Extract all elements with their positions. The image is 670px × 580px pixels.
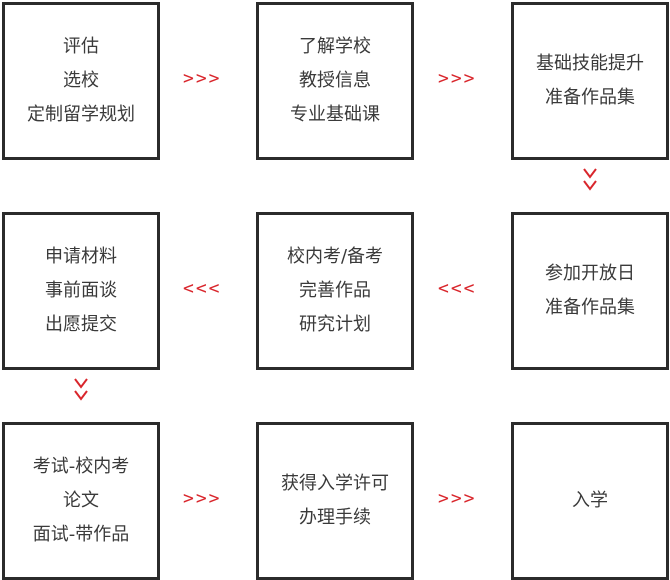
chevron-down-icon xyxy=(583,168,597,179)
step-8-line-1: 获得入学许可 xyxy=(281,473,389,494)
chevron-down-icon xyxy=(74,390,88,401)
step-box-4: 申请材料 事前面谈 出愿提交 xyxy=(2,212,160,370)
step-box-6: 参加开放日 准备作品集 xyxy=(511,212,669,370)
right-arrow-1: >>> xyxy=(183,68,222,89)
right-arrow-2: >>> xyxy=(438,68,477,89)
down-arrow-2 xyxy=(71,377,91,401)
step-6-line-2: 准备作品集 xyxy=(545,297,635,318)
left-arrow-1: <<< xyxy=(183,278,222,299)
step-box-5: 校内考/备考 完善作品 研究计划 xyxy=(256,212,414,370)
step-2-line-1: 了解学校 xyxy=(299,36,371,57)
step-box-9: 入学 xyxy=(511,422,669,580)
step-2-line-3: 专业基础课 xyxy=(290,104,380,125)
right-arrow-3: >>> xyxy=(183,488,222,509)
step-9-line-1: 入学 xyxy=(572,490,608,511)
down-arrow-1 xyxy=(580,167,600,191)
step-box-3: 基础技能提升 准备作品集 xyxy=(511,2,669,160)
step-7-line-1: 考试-校内考 xyxy=(32,456,130,477)
chevron-down-icon xyxy=(74,378,88,389)
step-2-line-2: 教授信息 xyxy=(299,70,371,91)
step-1-line-2: 选校 xyxy=(63,70,99,91)
step-5-line-2: 完善作品 xyxy=(299,280,371,301)
step-3-line-2: 准备作品集 xyxy=(545,87,635,108)
step-4-line-1: 申请材料 xyxy=(45,246,117,267)
step-6-line-1: 参加开放日 xyxy=(545,263,635,284)
step-3-line-1: 基础技能提升 xyxy=(536,53,644,74)
step-box-2: 了解学校 教授信息 专业基础课 xyxy=(256,2,414,160)
step-box-7: 考试-校内考 论文 面试-带作品 xyxy=(2,422,160,580)
step-5-line-1: 校内考/备考 xyxy=(286,246,384,267)
step-1-line-3: 定制留学规划 xyxy=(27,104,135,125)
left-arrow-2: <<< xyxy=(438,278,477,299)
step-5-line-3: 研究计划 xyxy=(299,314,371,335)
step-4-line-2: 事前面谈 xyxy=(45,280,117,301)
step-4-line-3: 出愿提交 xyxy=(45,314,117,335)
step-box-1: 评估 选校 定制留学规划 xyxy=(2,2,160,160)
right-arrow-4: >>> xyxy=(438,488,477,509)
step-7-line-2: 论文 xyxy=(63,490,99,511)
step-box-8: 获得入学许可 办理手续 xyxy=(256,422,414,580)
step-8-line-2: 办理手续 xyxy=(299,507,371,528)
chevron-down-icon xyxy=(583,180,597,191)
step-1-line-1: 评估 xyxy=(63,36,99,57)
step-7-line-3: 面试-带作品 xyxy=(32,524,130,545)
